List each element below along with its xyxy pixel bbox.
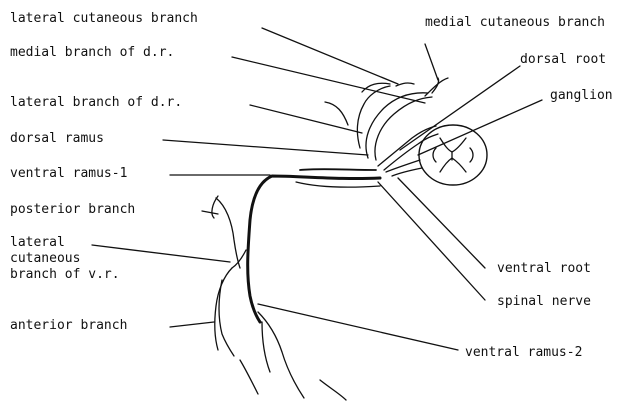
label-spinal-nerve: spinal nerve xyxy=(497,295,591,309)
leader-lateral-cutaneous-vr xyxy=(92,245,230,262)
label-anterior-branch: anterior branch xyxy=(10,319,127,333)
label-dorsal-root: dorsal root xyxy=(520,53,606,67)
leader-ganglion xyxy=(418,100,542,155)
label-posterior-branch: posterior branch xyxy=(10,203,135,217)
label-lateral-branch-dr: lateral branch of d.r. xyxy=(10,96,182,110)
label-ventral-root: ventral root xyxy=(497,262,591,276)
leader-anterior-branch xyxy=(170,322,214,327)
label-lateral-cutaneous-vr-line2: cutaneous xyxy=(10,252,80,266)
leader-medial-branch-dr xyxy=(232,57,425,103)
label-ganglion: ganglion xyxy=(550,89,613,103)
spinal-cord xyxy=(419,125,487,185)
label-medial-branch-dr: medial branch of d.r. xyxy=(10,46,174,60)
leader-ventral-root xyxy=(398,178,485,268)
leader-dorsal-ramus xyxy=(163,140,368,155)
label-lateral-cutaneous-branch: lateral cutaneous branch xyxy=(10,12,198,26)
label-lateral-cutaneous-vr-line1: lateral xyxy=(10,236,65,250)
leader-medial-cutaneous-branch xyxy=(425,44,438,80)
label-ventral-ramus-2: ventral ramus-2 xyxy=(465,346,582,360)
leader-dorsal-root xyxy=(400,66,520,150)
label-lateral-cutaneous-vr-line3: branch of v.r. xyxy=(10,268,120,282)
label-ventral-ramus-1: ventral ramus-1 xyxy=(10,167,127,181)
label-medial-cutaneous-branch: medial cutaneous branch xyxy=(425,16,605,30)
leader-lateral-cutaneous-branch xyxy=(262,28,398,84)
leader-spinal-nerve xyxy=(378,182,485,300)
label-dorsal-ramus: dorsal ramus xyxy=(10,132,104,146)
leader-ventral-ramus-2 xyxy=(258,304,458,350)
